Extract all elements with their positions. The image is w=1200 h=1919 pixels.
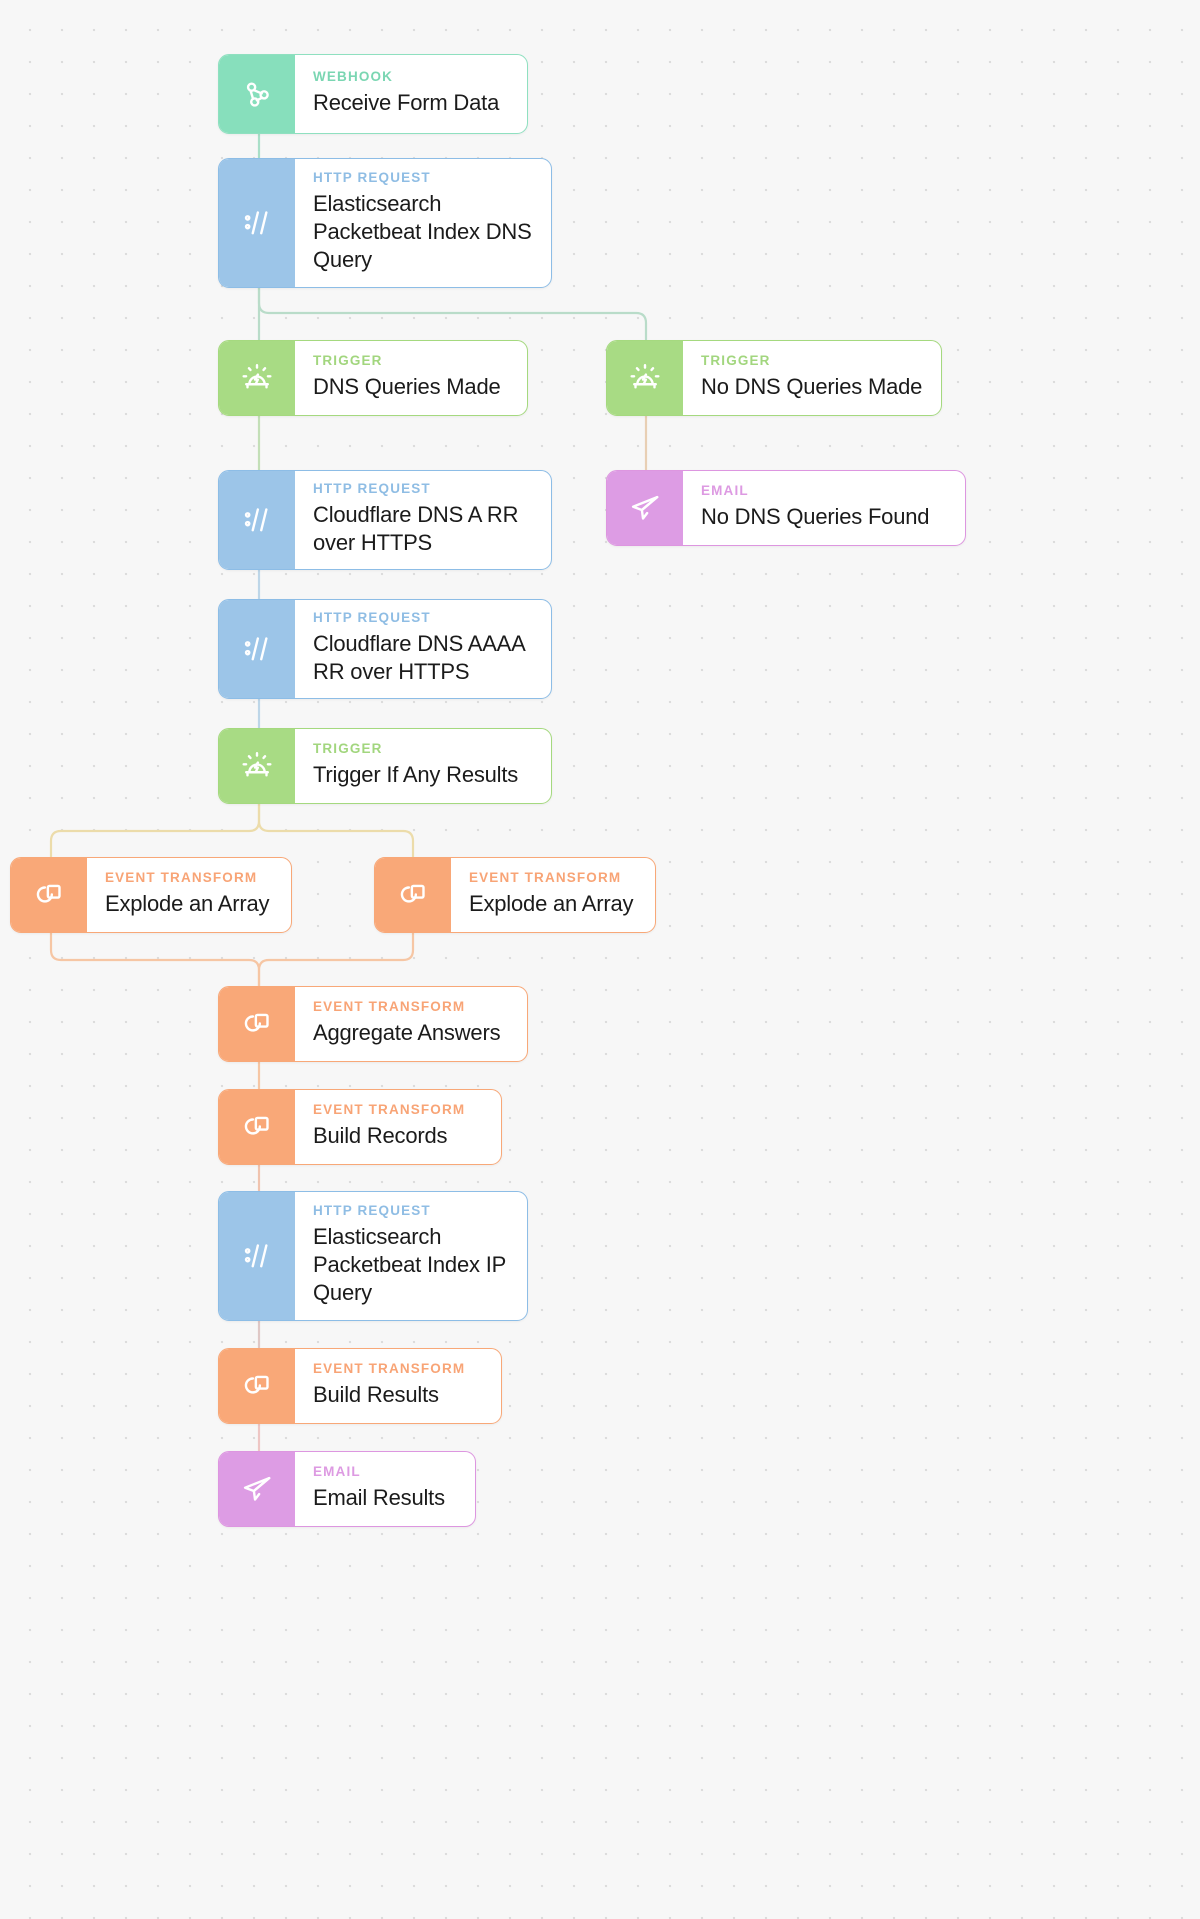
workflow-node-build-results[interactable]: EVENT TRANSFORM Build Results xyxy=(218,1348,502,1424)
workflow-node-explode-an-array-left[interactable]: EVENT TRANSFORM Explode an Array xyxy=(10,857,292,933)
node-body: HTTP REQUEST Elasticsearch Packetbeat Ind… xyxy=(295,159,551,287)
trigger-alarm-icon xyxy=(607,341,683,415)
node-kind-label: EVENT TRANSFORM xyxy=(313,998,466,1014)
workflow-node-no-dns-queries-made[interactable]: TRIGGER No DNS Queries Made xyxy=(606,340,942,416)
node-body: TRIGGER DNS Queries Made xyxy=(295,341,527,415)
trigger-alarm-icon xyxy=(219,729,295,803)
workflow-node-build-records[interactable]: EVENT TRANSFORM Build Records xyxy=(218,1089,502,1165)
node-body: EVENT TRANSFORM Build Results xyxy=(295,1349,501,1423)
workflow-node-dns-queries-made[interactable]: TRIGGER DNS Queries Made xyxy=(218,340,528,416)
event-transform-icon xyxy=(219,987,295,1061)
webhook-icon xyxy=(219,55,295,133)
node-kind-label: HTTP REQUEST xyxy=(313,609,431,625)
node-kind-label: EMAIL xyxy=(313,1463,361,1479)
node-kind-label: HTTP REQUEST xyxy=(313,1202,431,1218)
workflow-node-trigger-if-any-results[interactable]: TRIGGER Trigger If Any Results xyxy=(218,728,552,804)
node-title-label: Trigger If Any Results xyxy=(313,761,519,787)
workflow-node-cloudflare-dns-aaaa-rr-over-https[interactable]: HTTP REQUEST Cloudflare DNS AAAA RR over … xyxy=(218,599,552,699)
node-body: HTTP REQUEST Cloudflare DNS A RR over HTT… xyxy=(295,471,551,569)
event-transform-icon xyxy=(375,858,451,932)
connector-explode-left-to-aggregate xyxy=(49,931,261,988)
node-title-label: Elasticsearch Packetbeat Index IP Query xyxy=(313,1223,506,1306)
node-kind-label: TRIGGER xyxy=(313,740,383,756)
node-title-label: Build Results xyxy=(313,1381,439,1407)
node-body: EVENT TRANSFORM Build Records xyxy=(295,1090,501,1164)
node-kind-label: HTTP REQUEST xyxy=(313,169,431,185)
node-body: EMAIL Email Results xyxy=(295,1452,475,1526)
event-transform-icon xyxy=(219,1090,295,1164)
node-body: HTTP REQUEST Elasticsearch Packetbeat Ind… xyxy=(295,1192,527,1320)
node-kind-label: TRIGGER xyxy=(701,352,771,368)
connector-es-dns-to-no-dns-queries-made xyxy=(257,286,648,342)
http-request-icon xyxy=(219,471,295,569)
node-kind-label: EVENT TRANSFORM xyxy=(313,1360,466,1376)
trigger-alarm-icon xyxy=(219,341,295,415)
node-title-label: Receive Form Data xyxy=(313,89,500,115)
workflow-node-aggregate-answers[interactable]: EVENT TRANSFORM Aggregate Answers xyxy=(218,986,528,1062)
workflow-node-explode-an-array-right[interactable]: EVENT TRANSFORM Explode an Array xyxy=(374,857,656,933)
node-kind-label: WEBHOOK xyxy=(313,68,394,84)
http-request-icon xyxy=(219,159,295,287)
node-kind-label: EVENT TRANSFORM xyxy=(469,869,622,885)
send-mail-icon xyxy=(607,471,683,545)
workflow-node-elasticsearch-packetbeat-index-dns-query[interactable]: HTTP REQUEST Elasticsearch Packetbeat Ind… xyxy=(218,158,552,288)
connector-trigger-any-to-explode-left xyxy=(49,802,261,859)
workflow-node-cloudflare-dns-a-rr-over-https[interactable]: HTTP REQUEST Cloudflare DNS A RR over HTT… xyxy=(218,470,552,570)
node-body: TRIGGER Trigger If Any Results xyxy=(295,729,551,803)
event-transform-icon xyxy=(11,858,87,932)
node-title-label: No DNS Queries Made xyxy=(701,373,923,399)
http-request-icon xyxy=(219,1192,295,1320)
node-kind-label: EMAIL xyxy=(701,482,749,498)
node-body: EVENT TRANSFORM Aggregate Answers xyxy=(295,987,527,1061)
node-title-label: Elasticsearch Packetbeat Index DNS Query xyxy=(313,190,532,273)
node-title-label: Aggregate Answers xyxy=(313,1019,501,1045)
node-title-label: DNS Queries Made xyxy=(313,373,501,399)
node-body: EMAIL No DNS Queries Found xyxy=(683,471,965,545)
node-kind-label: EVENT TRANSFORM xyxy=(313,1101,466,1117)
node-title-label: Explode an Array xyxy=(105,890,270,916)
node-title-label: No DNS Queries Found xyxy=(701,503,930,529)
node-body: TRIGGER No DNS Queries Made xyxy=(683,341,941,415)
node-kind-label: HTTP REQUEST xyxy=(313,480,431,496)
node-title-label: Email Results xyxy=(313,1484,445,1510)
connector-trigger-any-to-explode-right xyxy=(257,802,415,859)
connector-explode-right-to-aggregate xyxy=(257,931,415,988)
workflow-node-no-dns-queries-found[interactable]: EMAIL No DNS Queries Found xyxy=(606,470,966,546)
node-title-label: Cloudflare DNS A RR over HTTPS xyxy=(313,501,519,555)
event-transform-icon xyxy=(219,1349,295,1423)
http-request-icon xyxy=(219,600,295,698)
workflow-node-receive-form-data[interactable]: WEBHOOK Receive Form Data xyxy=(218,54,528,134)
workflow-node-elasticsearch-packetbeat-index-ip-query[interactable]: HTTP REQUEST Elasticsearch Packetbeat Ind… xyxy=(218,1191,528,1321)
node-kind-label: EVENT TRANSFORM xyxy=(105,869,258,885)
node-kind-label: TRIGGER xyxy=(313,352,383,368)
node-body: HTTP REQUEST Cloudflare DNS AAAA RR over … xyxy=(295,600,551,698)
node-title-label: Explode an Array xyxy=(469,890,634,916)
node-title-label: Cloudflare DNS AAAA RR over HTTPS xyxy=(313,630,525,684)
node-body: EVENT TRANSFORM Explode an Array xyxy=(87,858,291,932)
node-body: WEBHOOK Receive Form Data xyxy=(295,55,527,133)
node-body: EVENT TRANSFORM Explode an Array xyxy=(451,858,655,932)
node-title-label: Build Records xyxy=(313,1122,448,1148)
send-mail-icon xyxy=(219,1452,295,1526)
workflow-node-email-results[interactable]: EMAIL Email Results xyxy=(218,1451,476,1527)
